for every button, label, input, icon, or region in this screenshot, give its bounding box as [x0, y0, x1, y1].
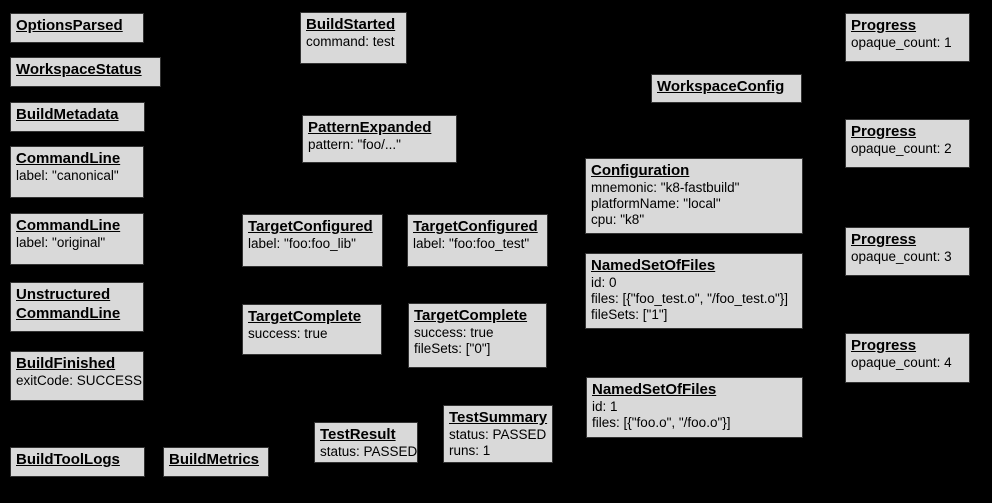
event-title: BuildFinished — [16, 355, 116, 372]
event-box-build-started: BuildStarted command: test — [300, 12, 407, 64]
event-field: mnemonic: "k8-fastbuild" — [591, 180, 740, 195]
event-field: label: "canonical" — [16, 168, 119, 183]
event-box-named-set-of-files-1: NamedSetOfFiles id: 1 files: [{"foo.o", … — [586, 377, 803, 438]
event-field: label: "foo:foo_lib" — [248, 236, 356, 251]
event-title: PatternExpanded — [308, 119, 432, 136]
event-box-build-tool-logs: BuildToolLogs — [10, 447, 145, 477]
event-field: status: PASSED — [320, 444, 418, 459]
event-field: opaque_count: 2 — [851, 141, 952, 156]
event-field: label: "original" — [16, 235, 106, 250]
event-title: BuildStarted — [306, 16, 396, 33]
event-title: TestSummary — [449, 409, 548, 426]
event-title: Progress — [851, 17, 917, 34]
event-box-progress-1: Progress opaque_count: 1 — [845, 13, 970, 62]
event-title: Unstructured CommandLine — [16, 286, 121, 322]
event-field: id: 0 — [591, 275, 617, 290]
event-field: fileSets: ["0"] — [414, 341, 491, 356]
event-title: Configuration — [591, 162, 690, 179]
event-box-build-metrics: BuildMetrics — [163, 447, 269, 477]
event-title: TargetConfigured — [248, 218, 373, 235]
event-field: files: [{"foo.o", "/foo.o"}] — [592, 415, 731, 430]
event-field: status: PASSED — [449, 427, 547, 442]
event-box-named-set-of-files-0: NamedSetOfFiles id: 0 files: [{"foo_test… — [585, 253, 803, 329]
event-box-workspace-config: WorkspaceConfig — [651, 74, 802, 103]
event-box-progress-3: Progress opaque_count: 3 — [845, 227, 970, 276]
event-title: BuildMetrics — [169, 451, 260, 468]
event-title: NamedSetOfFiles — [591, 257, 716, 274]
event-title: OptionsParsed — [16, 17, 123, 34]
event-title: BuildMetadata — [16, 106, 119, 123]
event-title: WorkspaceStatus — [16, 61, 142, 78]
event-box-command-line-canonical: CommandLine label: "canonical" — [10, 146, 144, 198]
event-box-test-summary: TestSummary status: PASSED runs: 1 — [443, 405, 553, 463]
event-title: TargetConfigured — [413, 218, 538, 235]
event-title: TargetComplete — [414, 307, 528, 324]
event-field: cpu: "k8" — [591, 212, 645, 227]
event-field: files: [{"foo_test.o", "/foo_test.o"}] — [591, 291, 789, 306]
event-field: label: "foo:foo_test" — [413, 236, 530, 251]
event-box-build-metadata: BuildMetadata — [10, 102, 145, 132]
event-field: command: test — [306, 34, 395, 49]
event-field: pattern: "foo/..." — [308, 137, 401, 152]
event-field: opaque_count: 1 — [851, 35, 952, 50]
event-box-target-complete-foo-lib: TargetComplete success: true — [242, 304, 382, 355]
event-box-target-configured-foo-test: TargetConfigured label: "foo:foo_test" — [407, 214, 548, 267]
event-title: WorkspaceConfig — [657, 78, 785, 95]
event-title: CommandLine — [16, 150, 121, 167]
event-box-options-parsed: OptionsParsed — [10, 13, 144, 43]
event-field: success: true — [414, 325, 494, 340]
event-box-progress-4: Progress opaque_count: 4 — [845, 333, 970, 383]
event-box-target-configured-foo-lib: TargetConfigured label: "foo:foo_lib" — [242, 214, 383, 267]
event-title: NamedSetOfFiles — [592, 381, 717, 398]
event-box-pattern-expanded: PatternExpanded pattern: "foo/..." — [302, 115, 457, 163]
event-box-workspace-status: WorkspaceStatus — [10, 57, 161, 87]
event-box-build-finished: BuildFinished exitCode: SUCCESS — [10, 351, 144, 401]
event-title: Progress — [851, 123, 917, 140]
event-title: Progress — [851, 337, 917, 354]
event-box-configuration: Configuration mnemonic: "k8-fastbuild" p… — [585, 158, 803, 234]
event-box-unstructured-command-line: Unstructured CommandLine — [10, 282, 144, 332]
event-field: fileSets: ["1"] — [591, 307, 668, 322]
event-title: TargetComplete — [248, 308, 362, 325]
event-box-target-complete-foo-test: TargetComplete success: true fileSets: [… — [408, 303, 547, 368]
event-title: CommandLine — [16, 217, 121, 234]
event-box-progress-2: Progress opaque_count: 2 — [845, 119, 970, 168]
event-field: runs: 1 — [449, 443, 491, 458]
event-field: opaque_count: 4 — [851, 355, 952, 370]
event-field: platformName: "local" — [591, 196, 721, 211]
event-box-test-result: TestResult status: PASSED — [314, 422, 418, 463]
event-field: success: true — [248, 326, 328, 341]
event-box-command-line-original: CommandLine label: "original" — [10, 213, 144, 265]
event-field: id: 1 — [592, 399, 618, 414]
event-title: BuildToolLogs — [16, 451, 120, 468]
event-field: exitCode: SUCCESS — [16, 373, 143, 388]
event-title: Progress — [851, 231, 917, 248]
event-title: TestResult — [320, 426, 396, 443]
event-field: opaque_count: 3 — [851, 249, 952, 264]
